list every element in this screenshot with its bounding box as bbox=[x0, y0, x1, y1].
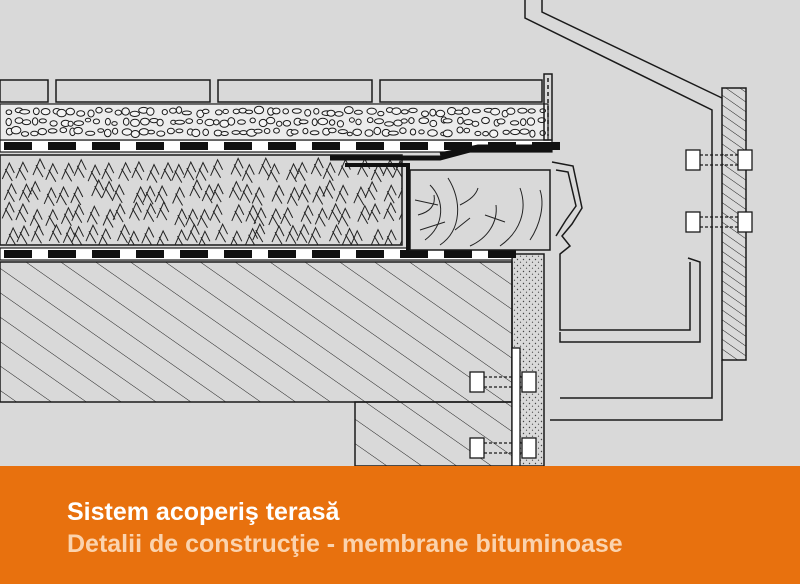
banner-title: Sistem acoperiş terasă bbox=[67, 498, 340, 526]
fascia-bolt-lower bbox=[685, 211, 753, 233]
wooden-edge-beam bbox=[409, 169, 551, 251]
title-banner: Sistem acoperiş terasă Detalii de constr… bbox=[0, 466, 800, 584]
roof-detail-drawing bbox=[0, 0, 753, 466]
metal-flashing bbox=[551, 161, 701, 343]
thermal-insulation bbox=[0, 154, 403, 246]
gravel-stop-profile bbox=[543, 73, 553, 141]
support-wall bbox=[354, 401, 516, 466]
banner-subtitle: Detalii de construcţie - membrane bitumi… bbox=[67, 530, 623, 558]
vapour-barrier bbox=[0, 247, 516, 261]
gravel-layer bbox=[0, 103, 549, 141]
fascia-bolt-upper bbox=[685, 149, 753, 171]
slab-anchor-upper bbox=[469, 371, 537, 393]
paving-slabs bbox=[0, 79, 543, 103]
anchor-plate bbox=[511, 347, 521, 466]
concrete-slab bbox=[0, 261, 513, 403]
bituminous-membrane bbox=[0, 139, 560, 250]
fascia-bracket bbox=[524, 0, 723, 421]
